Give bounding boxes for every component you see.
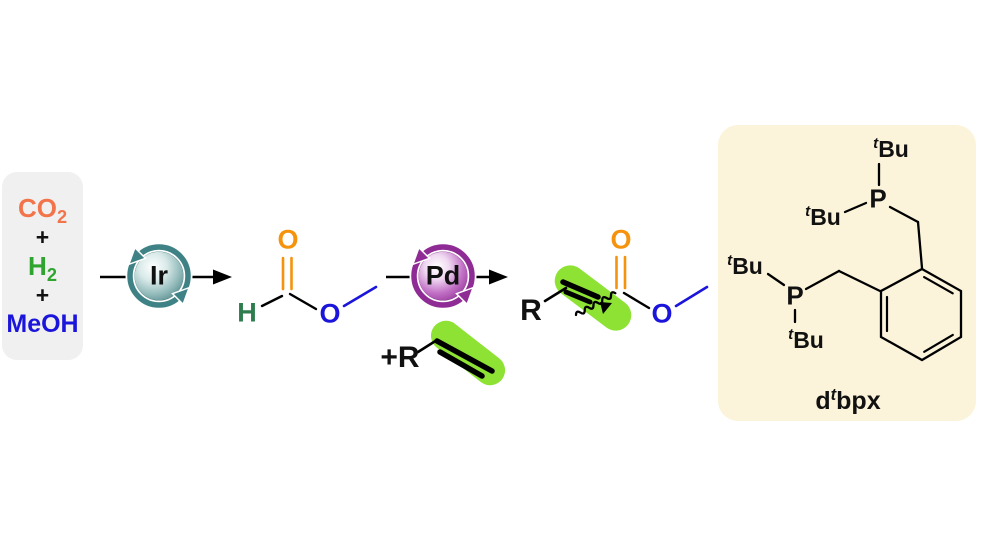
product-highlight <box>554 265 632 331</box>
benzene-ring <box>879 267 963 362</box>
ir-catalyst-sphere <box>125 242 193 310</box>
arrowhead <box>213 269 232 285</box>
wedge <box>600 302 612 314</box>
reagent-h2: H2 <box>28 250 57 286</box>
reagent-box: CO2 + H2 + MeOH <box>2 172 83 360</box>
cycle-arrowhead <box>455 286 475 306</box>
double-bond <box>560 279 601 300</box>
alkene-structure <box>416 320 506 386</box>
double-bond <box>563 289 593 305</box>
methyl-bond <box>342 285 378 308</box>
cycle-arrowhead <box>411 246 431 266</box>
reagent-co2: CO2 <box>17 193 68 228</box>
plus-sign: + <box>35 224 50 251</box>
product-structure <box>543 255 709 331</box>
double-bond <box>434 338 495 374</box>
wavy-bond <box>574 291 617 317</box>
double-bond <box>437 349 485 379</box>
arrowhead <box>489 269 508 285</box>
cycle-arrowhead <box>171 286 191 306</box>
ligand-panel <box>718 125 976 421</box>
plus-sign: + <box>35 282 50 309</box>
methyl-bond <box>674 285 709 308</box>
dtbpx-ligand-structure <box>766 162 963 362</box>
methyl-formate-structure <box>260 256 378 311</box>
cycle-arrowhead <box>127 246 147 266</box>
pd-catalyst-sphere <box>409 242 477 310</box>
reagent-meoh: MeOH <box>6 309 79 338</box>
